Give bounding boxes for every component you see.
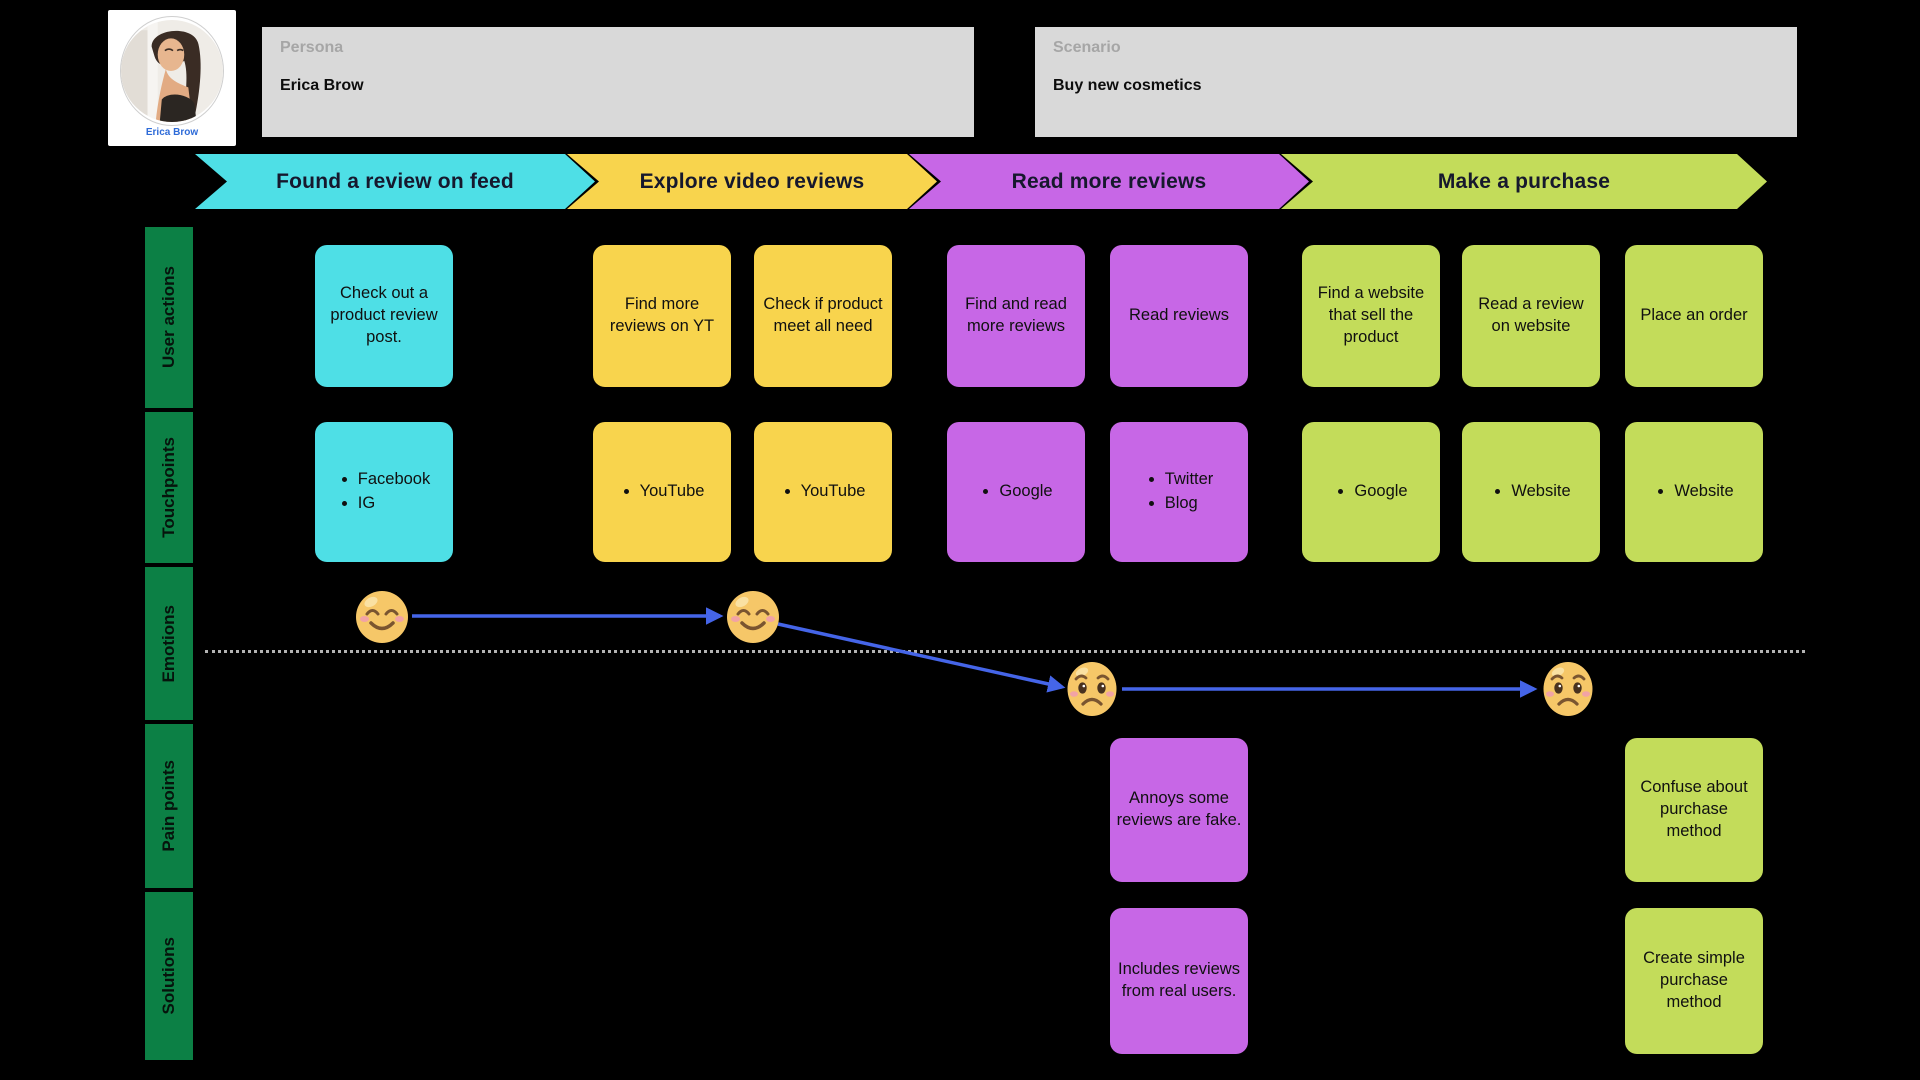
stage-make-a-purchase[interactable]: Make a purchase <box>1281 154 1767 209</box>
row-label-emotions: Emotions <box>145 567 193 720</box>
row-label-pain-points: Pain points <box>145 724 193 888</box>
persona-avatar-image <box>121 20 223 122</box>
scenario-label: Scenario <box>1053 39 1121 56</box>
solution-card[interactable]: Create simple purchase method <box>1625 908 1763 1054</box>
scenario-value: Buy new cosmetics <box>1053 77 1202 94</box>
worried-face-emoji[interactable] <box>1540 661 1596 717</box>
pain-point-card[interactable]: Annoys some reviews are fake. <box>1110 738 1248 882</box>
happy-face-emoji[interactable] <box>725 589 781 645</box>
touchpoint-card[interactable]: YouTube <box>593 422 731 562</box>
stage-found-review-on-feed[interactable]: Found a review on feed <box>195 154 595 209</box>
touchpoint-card[interactable]: Google <box>947 422 1085 562</box>
user-action-card[interactable]: Find more reviews on YT <box>593 245 731 387</box>
user-action-card[interactable]: Read a review on website <box>1462 245 1600 387</box>
happy-face-emoji[interactable] <box>354 589 410 645</box>
persona-card[interactable]: Persona Erica Brow <box>262 27 974 137</box>
stage-label: Read more reviews <box>1011 169 1207 193</box>
touchpoint-card[interactable]: YouTube <box>754 422 892 562</box>
scenario-card[interactable]: Scenario Buy new cosmetics <box>1035 27 1797 137</box>
persona-avatar <box>120 16 224 126</box>
touchpoint-card[interactable]: Google <box>1302 422 1440 562</box>
persona-label: Persona <box>280 39 344 56</box>
row-label-touchpoints: Touchpoints <box>145 412 193 563</box>
persona-name: Erica Brow <box>280 77 364 94</box>
touchpoint-card[interactable]: TwitterBlog <box>1110 422 1248 562</box>
user-action-card[interactable]: Check out a product review post. <box>315 245 453 387</box>
persona-avatar-caption: Erica Brow <box>145 127 199 138</box>
pain-point-card[interactable]: Confuse about purchase method <box>1625 738 1763 882</box>
stage-label: Explore video reviews <box>639 169 865 193</box>
emotion-baseline-dotted-line <box>205 650 1805 653</box>
touchpoint-card[interactable]: Website <box>1625 422 1763 562</box>
touchpoint-card[interactable]: FacebookIG <box>315 422 453 562</box>
stage-read-more-reviews[interactable]: Read more reviews <box>909 154 1309 209</box>
solution-card[interactable]: Includes reviews from real users. <box>1110 908 1248 1054</box>
row-label-user-actions: User actions <box>145 227 193 408</box>
stage-explore-video-reviews[interactable]: Explore video reviews <box>567 154 937 209</box>
stage-label: Found a review on feed <box>276 169 514 193</box>
user-action-card[interactable]: Check if product meet all need <box>754 245 892 387</box>
touchpoint-card[interactable]: Website <box>1462 422 1600 562</box>
user-action-card[interactable]: Find and read more reviews <box>947 245 1085 387</box>
user-action-card[interactable]: Place an order <box>1625 245 1763 387</box>
stage-label: Make a purchase <box>1437 169 1611 193</box>
persona-photo-card[interactable]: Erica Brow <box>108 10 236 146</box>
worried-face-emoji[interactable] <box>1064 661 1120 717</box>
user-action-card[interactable]: Find a website that sell the product <box>1302 245 1440 387</box>
user-action-card[interactable]: Read reviews <box>1110 245 1248 387</box>
row-label-solutions: Solutions <box>145 892 193 1060</box>
